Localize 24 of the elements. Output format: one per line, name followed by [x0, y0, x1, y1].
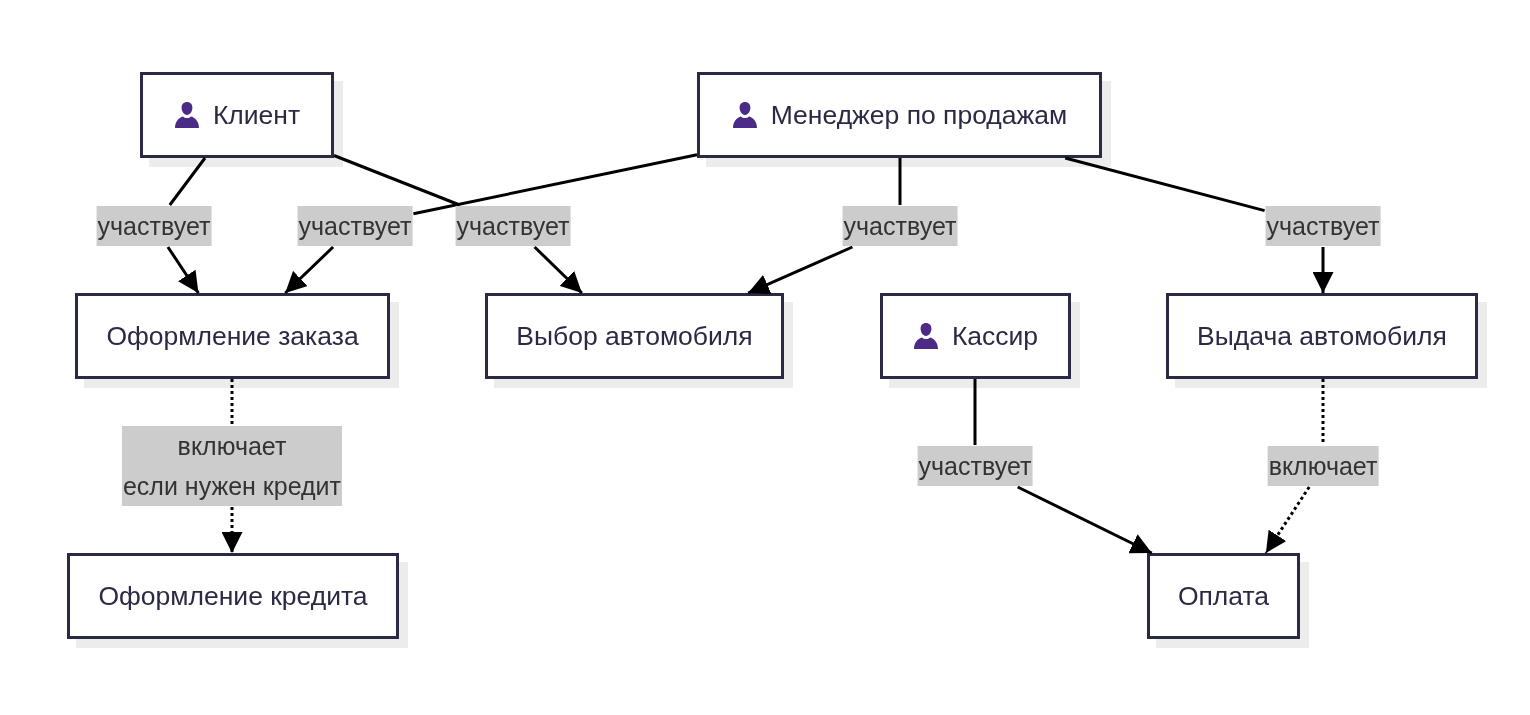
box-label: Клиент	[212, 99, 301, 131]
edge-label: участвует	[297, 206, 413, 246]
arrow	[221, 377, 243, 555]
edge-label: участвует	[96, 206, 212, 246]
arrow	[973, 377, 1154, 555]
box-label: Выбор автомобиля	[516, 320, 753, 352]
arrow	[166, 156, 207, 295]
edge-label: включает если нужен кредит	[121, 426, 343, 506]
box-label: Кассир	[951, 320, 1039, 352]
box-label: Оплата	[1177, 580, 1270, 612]
edge-label: участвует	[842, 206, 958, 246]
edge-label: участвует	[455, 206, 571, 246]
edge-label: включает	[1267, 446, 1379, 486]
box-label: Оформление заказа	[106, 320, 359, 352]
arrow	[746, 156, 902, 295]
arrow	[1264, 377, 1325, 555]
box-label: Менеджер по продажам	[770, 99, 1068, 131]
box-label: Оформление кредита	[98, 580, 368, 612]
arrow	[283, 153, 699, 295]
arrow	[332, 154, 584, 295]
edge-label: участвует	[1265, 206, 1381, 246]
box-label: Выдача автомобиля	[1197, 320, 1447, 352]
arrow	[1063, 156, 1334, 295]
edge-label: участвует	[917, 446, 1033, 486]
